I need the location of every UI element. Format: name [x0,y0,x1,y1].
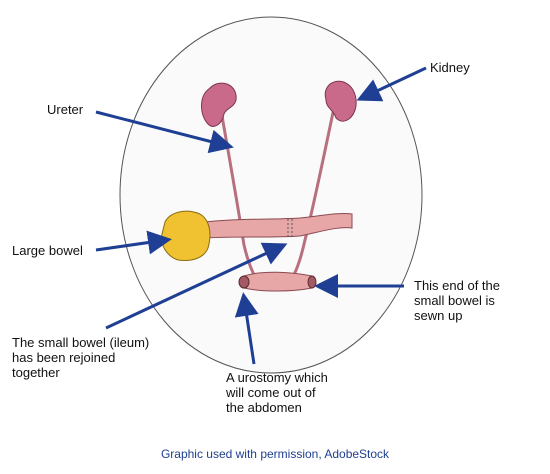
arrow-ureter [95,110,234,154]
small-bowel-rejoined [204,213,353,239]
arrow-urostomy [234,292,259,365]
arrow-large-bowel [95,230,172,255]
urostomy-segment [243,271,313,292]
label-sewn-end: This end of the small bowel is sewn up [414,278,500,323]
arrow-kidney [356,66,427,102]
label-kidney: Kidney [430,60,470,75]
right-kidney [324,80,357,122]
arrow-ileum [105,242,288,330]
credit-caption: Graphic used with permission, AdobeStock [160,447,390,461]
large-bowel [161,210,211,261]
sewn-end [307,275,317,289]
label-ileum: The small bowel (ileum) has been rejoine… [12,335,150,380]
left-kidney [201,82,237,127]
abdomen-circle [119,16,423,374]
label-urostomy: A urostomy which will come out of the ab… [226,370,328,415]
join-line [287,219,293,237]
urostomy-opening [238,275,250,289]
label-large-bowel: Large bowel [12,243,83,258]
label-ureter: Ureter [47,102,84,117]
